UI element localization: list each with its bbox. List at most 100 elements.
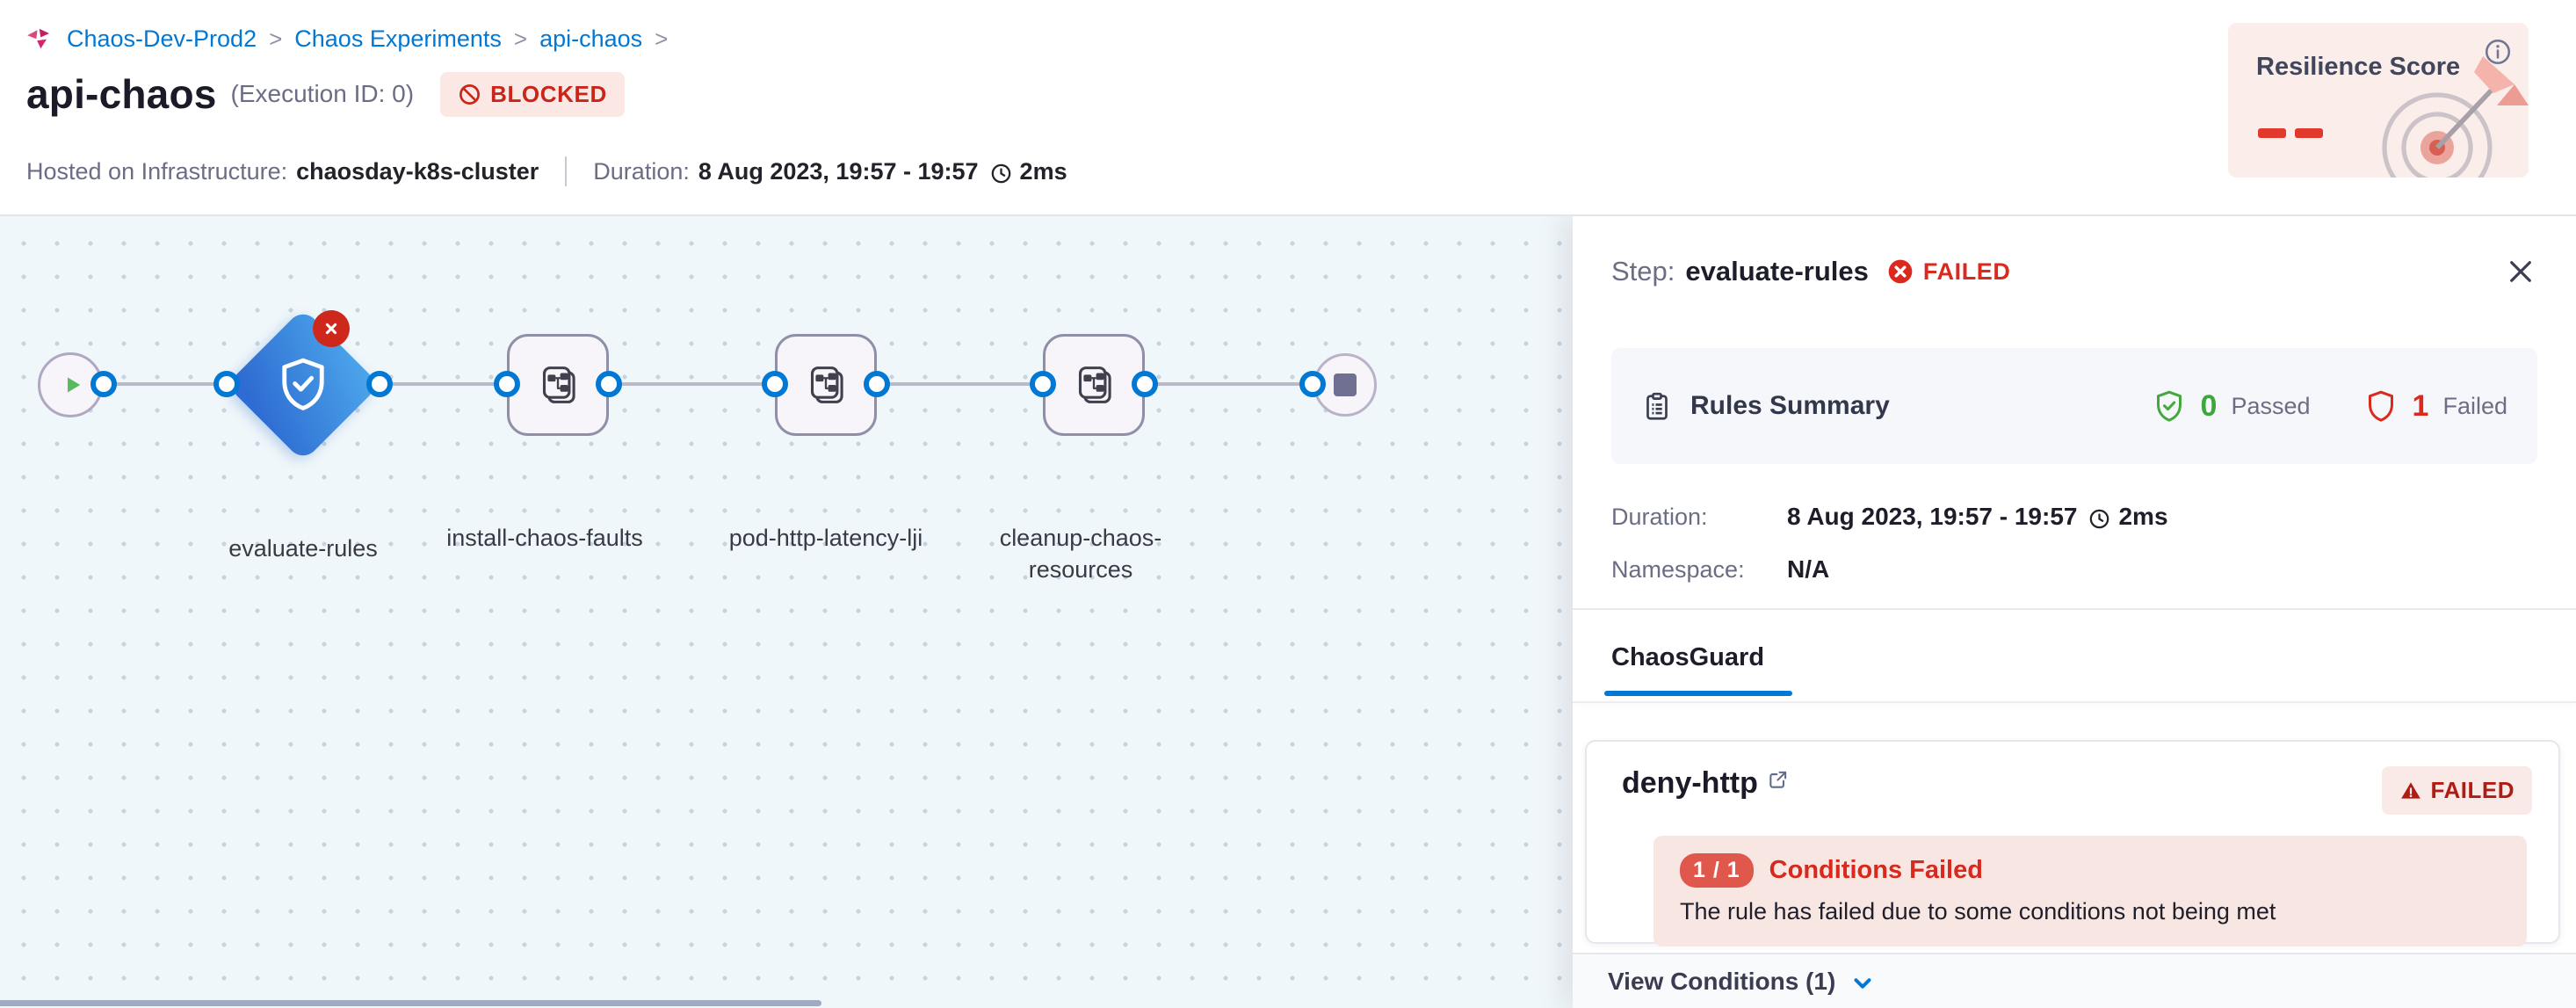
duration-range: 8 Aug 2023, 19:57 - 19:57	[1787, 503, 2078, 530]
conditions-failed-line: 1 / 1 Conditions Failed	[1680, 853, 2500, 888]
port	[1132, 371, 1158, 397]
play-icon	[68, 377, 81, 393]
passed-count: 0	[2200, 388, 2218, 423]
port	[596, 371, 622, 397]
conditions-failed-message: The rule has failed due to some conditio…	[1680, 898, 2276, 925]
tab-chaosguard[interactable]: ChaosGuard	[1611, 643, 1765, 671]
rules-summary-card: Rules Summary 0 Passed 1 Failed	[1611, 348, 2537, 464]
clock-icon	[991, 163, 1010, 183]
rule-title-row: deny-http FAILED	[1622, 766, 2532, 815]
port	[762, 371, 788, 397]
breadcrumb-separator: >	[655, 25, 669, 52]
port	[1299, 371, 1326, 397]
failed-circle-icon	[1888, 259, 1913, 284]
tab-active-indicator	[1604, 691, 1792, 696]
duration-row: Duration: 8 Aug 2023, 19:57 - 19:57 2ms	[1611, 503, 2537, 531]
failed-count: 1	[2412, 388, 2429, 423]
execution-id: (Execution ID: 0)	[230, 80, 415, 107]
pipeline-node-cleanup-chaos-resources[interactable]	[1043, 334, 1145, 436]
pipeline-canvas[interactable]: evaluate-rules install-chaos-faults pod-…	[0, 216, 1573, 1008]
divider	[1573, 608, 2576, 610]
steps-icon	[810, 366, 843, 403]
chaos-module-icon	[23, 23, 54, 54]
port	[90, 371, 117, 397]
node-label-pod-http-latency: pod-http-latency-lji	[728, 525, 923, 551]
port	[213, 371, 240, 397]
step-status: FAILED	[1922, 257, 2011, 285]
divider	[565, 156, 568, 186]
duration-elapsed: 2ms	[2118, 503, 2168, 530]
conditions-failed-alert: 1 / 1 Conditions Failed The rule has fai…	[1653, 836, 2527, 946]
dash	[2258, 128, 2286, 138]
circle-slash-icon	[459, 83, 481, 105]
passed-label: Passed	[2231, 392, 2311, 419]
duration-elapsed: 2ms	[1019, 157, 1067, 185]
duration-value: 8 Aug 2023, 19:57 - 19:57	[698, 157, 979, 185]
clock-icon	[2090, 509, 2109, 528]
tabbar-border	[1573, 701, 2576, 703]
status-badge-label: BLOCKED	[490, 80, 607, 107]
experiment-meta: Hosted on Infrastructure: chaosday-k8s-c…	[26, 156, 1067, 186]
breadcrumb-separator: >	[269, 25, 283, 52]
rule-status-badge: FAILED	[2381, 766, 2532, 815]
clipboard-icon	[1646, 392, 1668, 420]
namespace-value: N/A	[1787, 555, 1830, 583]
duration-value: 8 Aug 2023, 19:57 - 19:57 2ms	[1787, 503, 2168, 531]
pipeline-node-evaluate-rules[interactable]	[226, 308, 380, 462]
breadcrumb-experiment[interactable]: api-chaos	[539, 25, 643, 52]
rule-status-label: FAILED	[2430, 777, 2514, 803]
view-conditions-toggle[interactable]: View Conditions (1)	[1573, 953, 2576, 1008]
port	[1030, 371, 1056, 397]
infra-label: Hosted on Infrastructure:	[26, 157, 288, 185]
breadcrumb-project[interactable]: Chaos-Dev-Prod2	[67, 25, 257, 52]
view-conditions-label: View Conditions (1)	[1608, 967, 1836, 995]
shield-passed-icon	[2156, 390, 2182, 422]
title-row: api-chaos (Execution ID: 0) BLOCKED	[26, 70, 625, 118]
close-icon[interactable]	[2504, 255, 2537, 288]
port	[366, 371, 393, 397]
target-illustration	[2382, 56, 2529, 178]
failed-label: Failed	[2442, 392, 2507, 419]
resilience-score-title: Resilience Score	[2256, 53, 2461, 81]
steps-icon	[1078, 366, 1111, 403]
pipeline-start-node[interactable]	[38, 352, 103, 417]
steps-icon	[542, 366, 575, 403]
duration-label: Duration:	[593, 157, 690, 185]
resilience-score-card: Resilience Score	[2228, 23, 2529, 178]
breadcrumb-separator: >	[513, 25, 528, 52]
rule-card-deny-http: deny-http FAILED 1 / 1 Condi	[1585, 740, 2560, 946]
duration-label: Duration:	[1611, 503, 1708, 530]
conditions-failed-title: Conditions Failed	[1769, 856, 1983, 884]
external-link-icon[interactable]	[1767, 768, 1790, 791]
step-details-panel: Step: evaluate-rules FAILED Rules	[1573, 216, 2576, 1008]
namespace-row: Namespace: N/A	[1611, 555, 2537, 584]
pipeline-edge	[70, 382, 1346, 386]
info-icon[interactable]	[2483, 37, 2513, 67]
node-label-cleanup-chaos-resources: cleanup-chaos-resources	[999, 525, 1162, 584]
shield-failed-icon	[2368, 390, 2393, 422]
pipeline-node-pod-http-latency[interactable]	[775, 334, 877, 436]
node-label-evaluate-rules: evaluate-rules	[228, 535, 378, 562]
chevron-down-icon	[1854, 977, 1871, 989]
rules-summary-left: Rules Summary	[1641, 390, 1890, 422]
namespace-label: Namespace:	[1611, 555, 1745, 583]
dash	[2295, 128, 2323, 138]
port	[864, 371, 890, 397]
rules-summary-title: Rules Summary	[1690, 391, 1890, 420]
conditions-count-badge: 1 / 1	[1680, 853, 1754, 888]
status-badge-blocked: BLOCKED	[440, 71, 625, 117]
pipeline-node-install-chaos-faults[interactable]	[507, 334, 609, 436]
canvas-horizontal-scrollbar[interactable]	[0, 1000, 821, 1006]
stop-icon	[1334, 373, 1357, 396]
rules-summary-counts: 0 Passed 1 Failed	[2152, 388, 2507, 424]
breadcrumb-experiments[interactable]: Chaos Experiments	[294, 25, 502, 52]
rule-name: deny-http	[1622, 766, 1758, 800]
port	[494, 371, 520, 397]
resilience-score-value	[2258, 128, 2323, 138]
breadcrumb: Chaos-Dev-Prod2 > Chaos Experiments > ap…	[23, 23, 668, 54]
page-title: api-chaos	[26, 71, 217, 117]
warning-triangle-icon	[2400, 781, 2420, 799]
node-label-install-chaos-faults: install-chaos-faults	[446, 525, 643, 551]
infra-value: chaosday-k8s-cluster	[296, 157, 539, 185]
page-header: Chaos-Dev-Prod2 > Chaos Experiments > ap…	[0, 0, 2576, 216]
